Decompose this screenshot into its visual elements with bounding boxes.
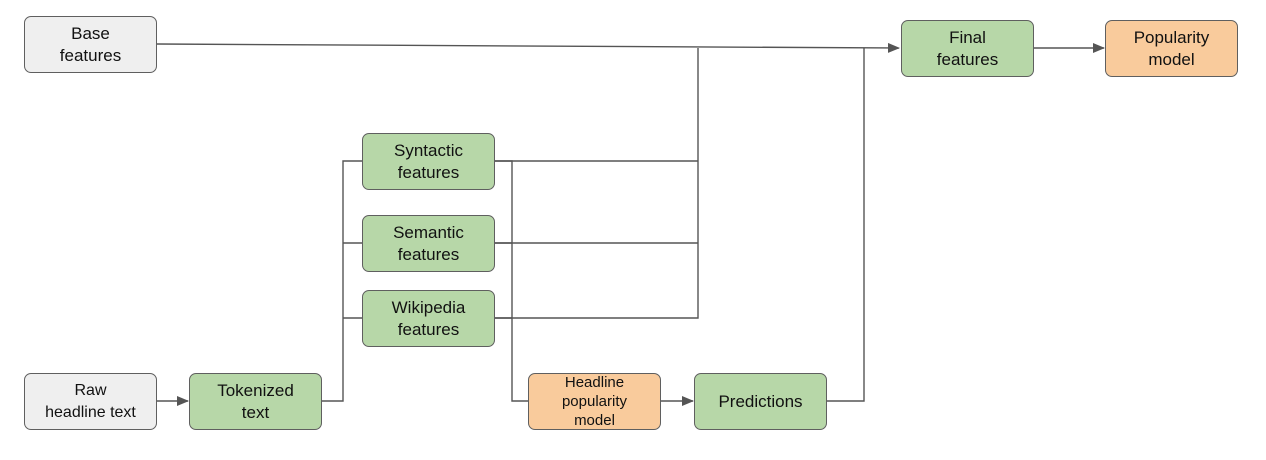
final-features-node: Final features <box>901 20 1034 77</box>
semantic-features-node: Semantic features <box>362 215 495 272</box>
syntactic-features-node: Syntactic features <box>362 133 495 190</box>
edge-base-to-final <box>156 42 900 53</box>
edge-features-to-headline-model <box>495 160 528 402</box>
predictions-node: Predictions <box>694 373 827 430</box>
raw-headline-text-node: Raw headline text <box>24 373 157 430</box>
headline-popularity-model-node: Headline popularity model <box>528 373 661 430</box>
popularity-model-node: Popularity model <box>1105 20 1238 77</box>
edge-predictions-to-final <box>827 48 865 402</box>
tokenized-text-node: Tokenized text <box>189 373 322 430</box>
edge-tokenized-to-features <box>322 160 362 402</box>
base-features-node: Base features <box>24 16 157 73</box>
wikipedia-features-node: Wikipedia features <box>362 290 495 347</box>
edge-features-to-final <box>495 48 699 319</box>
